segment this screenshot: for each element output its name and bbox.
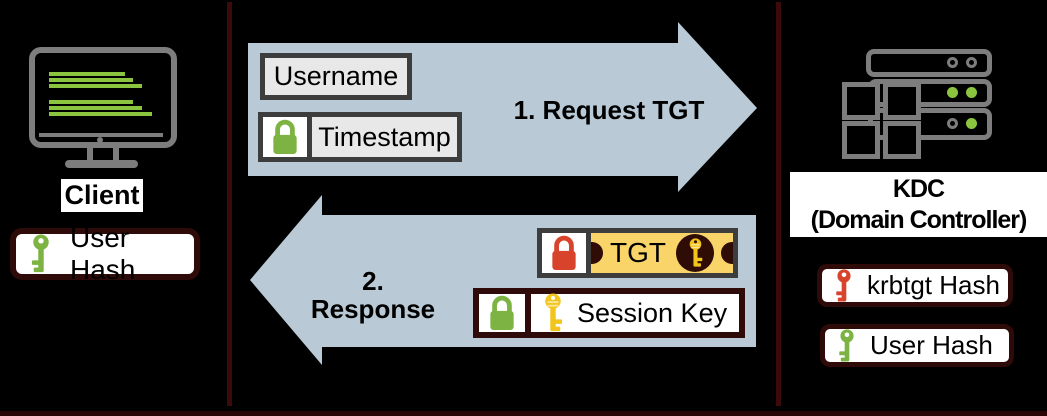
server-icon (866, 49, 992, 77)
session-key-label: Session Key (577, 297, 728, 328)
client-monitor-icon (29, 47, 177, 148)
ticket-notch-left (591, 242, 603, 264)
kdc-user-hash-box: User Hash (820, 324, 1014, 367)
server-block-icon (842, 82, 880, 120)
monitor-bezel-bar (39, 133, 163, 137)
request-step-label: 1. Request TGT (513, 95, 705, 125)
server-led (966, 57, 977, 68)
terminal-line (49, 72, 125, 76)
green-key-icon (837, 328, 857, 363)
monitor-stand (87, 148, 93, 161)
monitor-power-dot (97, 137, 103, 143)
tgt-lock-cell (542, 233, 591, 273)
server-block-icon (883, 121, 921, 159)
divider-left (227, 2, 232, 406)
tgt-ticket-box: TGT (537, 228, 738, 278)
kdc-label: KDC (Domain Controller) (790, 172, 1047, 237)
session-key-box: Session Key (473, 288, 745, 338)
terminal-line (49, 100, 133, 104)
request-arrow (248, 22, 757, 192)
terminal-line (49, 78, 133, 82)
server-led (947, 57, 958, 68)
monitor-base (65, 160, 138, 168)
server-block-icon (842, 121, 880, 159)
client-label: Client (61, 179, 143, 212)
krbtgt-hash-label: krbtgt Hash (867, 270, 1000, 300)
client-user-hash-label: User Hash (70, 222, 136, 285)
username-label: Username (273, 61, 399, 91)
server-led (947, 118, 958, 129)
server-led (966, 118, 977, 129)
tgt-key-icon (676, 234, 714, 272)
krbtgt-hash-box: krbtgt Hash (817, 264, 1013, 307)
terminal-line (49, 84, 142, 88)
green-key-icon (30, 234, 52, 274)
red-key-icon (834, 268, 854, 303)
tgt-ticket: TGT (591, 233, 733, 273)
username-field: Username (260, 53, 412, 100)
terminal-line (49, 112, 152, 116)
tgt-label: TGT (610, 237, 666, 268)
kdc-title: KDC (892, 175, 945, 203)
server-block-icon (883, 82, 921, 120)
ticket-notch-right (721, 242, 733, 264)
divider-bottom (0, 411, 1047, 416)
session-lock-cell (479, 294, 531, 332)
divider-right (776, 2, 781, 406)
client-user-hash-box: User Hash (10, 222, 200, 285)
terminal-line (49, 106, 142, 110)
monitor-stand (113, 148, 119, 161)
green-lock-icon (486, 295, 518, 331)
gold-key-icon (541, 293, 565, 333)
response-step-label: 2. Response (310, 266, 436, 324)
timestamp-field: Timestamp (258, 112, 462, 162)
server-led (966, 87, 977, 98)
timestamp-lock-cell (263, 117, 312, 157)
timestamp-label: Timestamp (312, 117, 457, 157)
server-led (947, 87, 958, 98)
kdc-subtitle: (Domain Controller) (810, 206, 1028, 234)
green-lock-icon (269, 119, 301, 155)
kdc-user-hash-label: User Hash (870, 330, 993, 360)
red-lock-icon (548, 235, 580, 271)
